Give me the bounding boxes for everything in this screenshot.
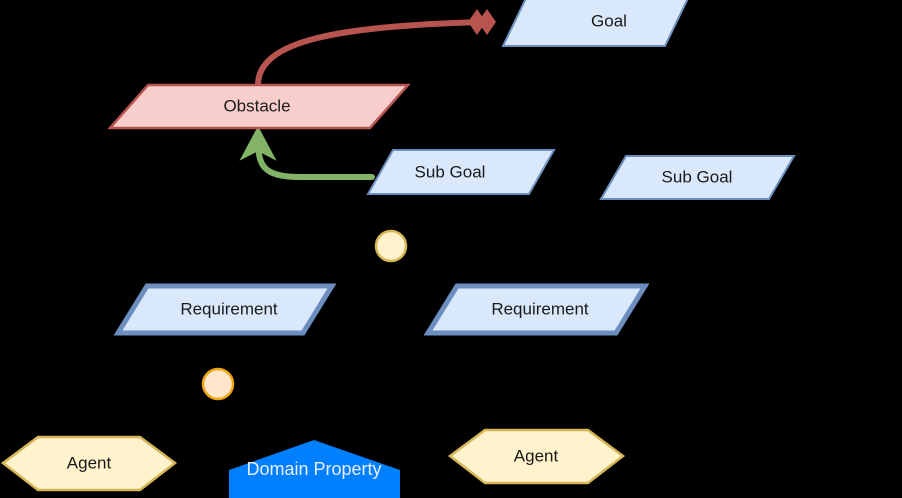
requirement-1-label: Requirement bbox=[180, 299, 278, 318]
goal-parallelogram[interactable] bbox=[501, 0, 691, 47]
node-sub-goal-1[interactable]: Sub Goal bbox=[366, 149, 556, 195]
node-domain-property[interactable]: Domain Property bbox=[229, 440, 400, 498]
node-requirement-2[interactable]: Requirement bbox=[423, 283, 650, 336]
node-requirement-1[interactable]: Requirement bbox=[113, 283, 337, 336]
node-refinement-1[interactable] bbox=[374, 229, 408, 263]
agent-2-label: Agent bbox=[514, 446, 559, 465]
refinement-circle-1[interactable] bbox=[374, 229, 408, 263]
domain-property-pentagon[interactable] bbox=[229, 440, 400, 498]
node-sub-goal-2[interactable]: Sub Goal bbox=[599, 155, 796, 200]
node-agent-2[interactable]: Agent bbox=[447, 428, 626, 485]
agent-1-hexagon[interactable] bbox=[0, 435, 178, 492]
agent-1-label: Agent bbox=[67, 453, 112, 472]
obstacle-label: Obstacle bbox=[223, 96, 290, 115]
requirement-1-parallelogram[interactable] bbox=[113, 283, 337, 336]
sub-goal-2-parallelogram[interactable] bbox=[599, 155, 796, 200]
obstacle-parallelogram[interactable] bbox=[107, 83, 411, 130]
requirement-2-parallelogram[interactable] bbox=[423, 283, 650, 336]
obstruction-marker-icon bbox=[468, 9, 496, 35]
obstruction-link-path[interactable] bbox=[255, 19, 485, 88]
node-refinement-2[interactable] bbox=[201, 367, 235, 401]
link-obstruction-obstacle-to-goal[interactable] bbox=[255, 9, 496, 88]
refinement-circle-2[interactable] bbox=[201, 367, 235, 401]
goal-label: Goal bbox=[591, 11, 627, 30]
node-agent-1[interactable]: Agent bbox=[0, 435, 178, 492]
sub-goal-2-label: Sub Goal bbox=[662, 167, 733, 186]
link-resolution-subgoal-to-obstacle[interactable] bbox=[239, 125, 375, 180]
sub-goal-1-parallelogram[interactable] bbox=[366, 149, 556, 195]
node-goal[interactable]: Goal bbox=[501, 0, 691, 47]
domain-property-label: Domain Property bbox=[246, 459, 381, 479]
node-obstacle[interactable]: Obstacle bbox=[107, 83, 411, 130]
requirement-2-label: Requirement bbox=[491, 299, 589, 318]
resolution-link-path[interactable] bbox=[239, 125, 375, 180]
sub-goal-1-label: Sub Goal bbox=[415, 162, 486, 181]
agent-2-hexagon[interactable] bbox=[447, 428, 626, 485]
